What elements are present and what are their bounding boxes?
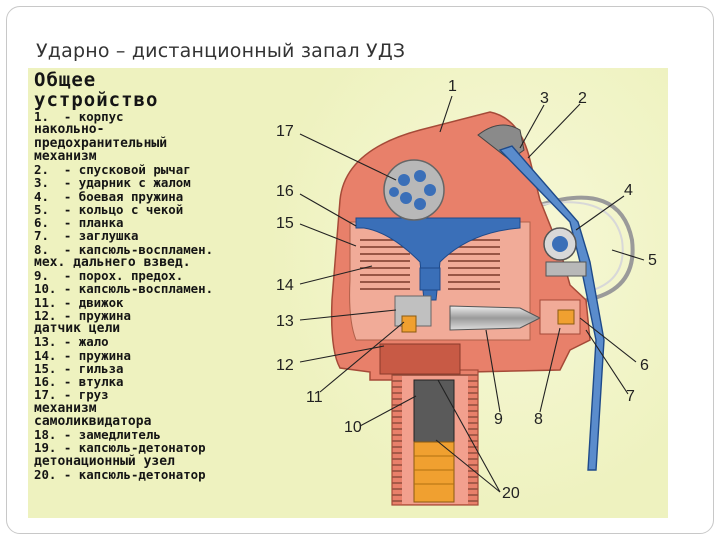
ring-with-pin: [539, 195, 635, 302]
slide-frame: [6, 6, 714, 534]
legend-row: 16. - втулка: [34, 374, 124, 389]
legend-row: предохранительный: [34, 135, 168, 151]
legend-row: 12. - пружина: [34, 307, 131, 323]
callout-13: 13: [276, 313, 294, 330]
detonator-column: [413, 379, 455, 503]
legend-row: датчик цели: [34, 321, 121, 336]
legend-row: 3. - ударник с жалом: [34, 175, 191, 191]
callout-15: 15: [276, 215, 294, 232]
legend-row: накольно-: [34, 122, 105, 138]
trigger-lever: [477, 124, 605, 471]
legend-row: 4. - боевая пружина: [34, 188, 184, 204]
legend-row: 7. - заглушка: [34, 228, 139, 244]
callout-16: 16: [276, 183, 294, 200]
legend-row: мех. дальнего взвед.: [34, 254, 191, 270]
callout-11: 11: [306, 389, 323, 406]
legend-row: механизм: [34, 400, 97, 416]
callout-3: 3: [540, 90, 549, 107]
legend-row: механизм: [34, 148, 97, 164]
callout-20: 20: [502, 485, 520, 502]
legend-heading-1: Общее: [34, 69, 97, 91]
legend-row: 1. - корпус: [34, 109, 124, 124]
legend-row: 10. - капсюль-воспламен.: [34, 281, 214, 297]
callout-numbers: 1 2 3 4 5 6 7 8 9 10 11 12 13 14 15 16 1…: [276, 78, 657, 502]
callout-6: 6: [640, 357, 649, 374]
legend-row: 13. - жало: [34, 334, 109, 350]
callout-14: 14: [276, 277, 294, 294]
callout-10: 10: [344, 419, 362, 436]
callout-8: 8: [534, 411, 543, 428]
legend-row: 20. - капсюль-детонатор: [34, 466, 206, 482]
callout-9: 9: [494, 411, 503, 428]
legend-row: 11. - движок: [34, 294, 124, 310]
callout-1: 1: [448, 78, 457, 95]
legend-row: детонационный узел: [34, 453, 175, 469]
legend-row: самоликвидатора: [34, 413, 152, 429]
legend-row: 15. - гильза: [34, 360, 124, 376]
legend-row: 5. - кольцо с чекой: [34, 201, 184, 217]
legend-row: 9. - порох. предох.: [34, 268, 184, 283]
callout-12: 12: [276, 357, 294, 374]
legend-row: 14. - пружина: [34, 347, 131, 363]
legend-heading-2: устройство: [34, 89, 159, 111]
callout-17: 17: [276, 123, 294, 140]
leader-lines: [299, 95, 645, 493]
legend-row: 6. - планка: [34, 215, 124, 230]
callout-4: 4: [624, 182, 633, 199]
inner-mechanism: [349, 159, 581, 375]
slide-title: Ударно – дистанционный запал УДЗ: [36, 40, 406, 62]
legend-row: 19. - капсюль-детонатор: [34, 440, 206, 456]
legend-row: 17. - груз: [34, 387, 109, 403]
legend-row: 8. - капсюль-воспламен.: [34, 241, 214, 257]
callout-2: 2: [578, 90, 587, 107]
callout-7: 7: [626, 388, 635, 405]
legend-row: 2. - спусковой рычаг: [34, 162, 191, 177]
legend-row: 18. - замедлитель: [34, 427, 161, 442]
callout-5: 5: [648, 252, 657, 269]
